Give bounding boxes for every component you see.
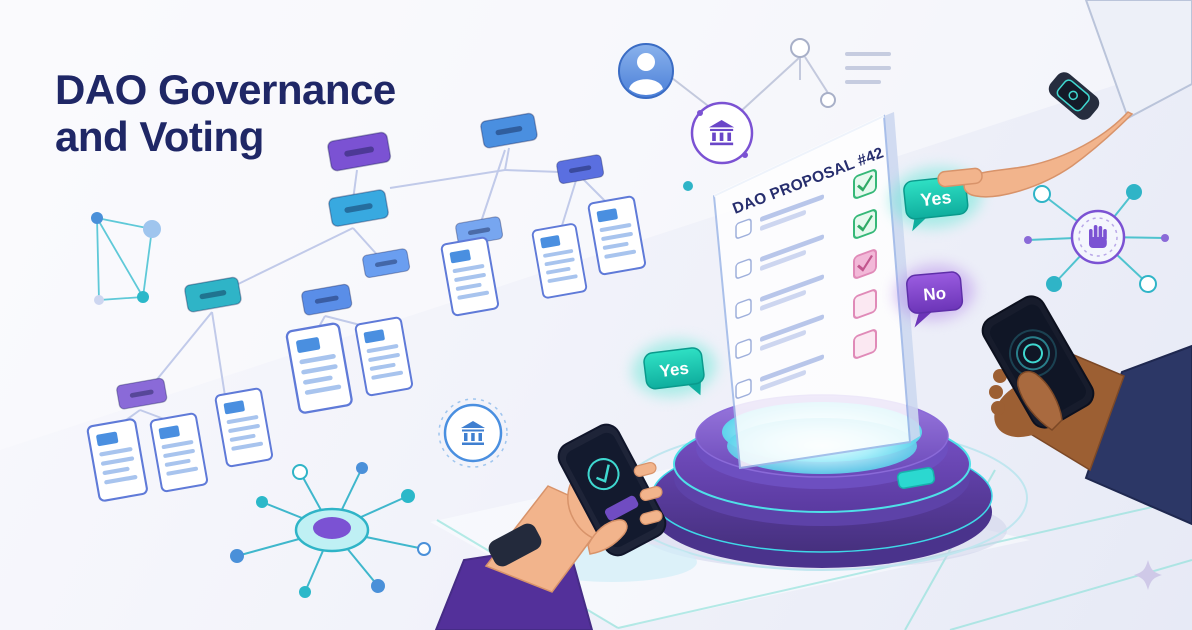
check-icon [857, 255, 873, 272]
no-badge-label: No [923, 284, 947, 305]
checklist-row [735, 289, 877, 359]
bank-icon [690, 101, 754, 165]
watch-icon [488, 523, 542, 567]
page-title-line1: DAO Governance [55, 66, 396, 114]
top-icon-cluster [618, 38, 891, 191]
sleeve-white [1084, 0, 1192, 120]
phone-screen [565, 432, 659, 548]
user-icon [618, 43, 674, 99]
document-card [354, 316, 414, 397]
phone-icon [557, 423, 667, 557]
yes-badge-left-label: Yes [658, 359, 689, 381]
yes-badge-right[interactable]: Yes [887, 163, 985, 233]
page-title-line2: and Voting [55, 113, 264, 161]
governance-flowchart [85, 111, 647, 503]
mini-network-nodes [683, 38, 836, 191]
raised-hand-icon [1089, 225, 1107, 248]
check-icon [857, 215, 873, 232]
sparkle-icon [1134, 560, 1162, 590]
thumb [587, 519, 628, 555]
network-graph-bottomleft [230, 462, 431, 598]
checklist-row [735, 169, 877, 239]
proposal-panel: DAO PROPOSAL #42 [712, 112, 920, 470]
network-graph-topleft [91, 212, 161, 305]
proposal-checklist [735, 169, 877, 399]
index-finger [937, 167, 983, 188]
podium-module [896, 467, 936, 489]
page-title: DAO Governance and Voting [55, 66, 396, 160]
bank-icon-secondary [438, 398, 508, 468]
document-card [149, 412, 209, 493]
hand-holding-phone-center [434, 423, 697, 630]
hand-holding-phone-right [981, 295, 1192, 526]
check-icon [596, 464, 610, 483]
yes-badge-left[interactable]: Yes [629, 335, 719, 403]
mini-text-lines [845, 52, 891, 84]
check-icon [857, 175, 873, 192]
sleeve-navy [1084, 344, 1192, 526]
checklist-row [735, 209, 877, 279]
checklist-row [735, 329, 877, 399]
yes-badge-right-label: Yes [919, 187, 952, 210]
watch-icon [1048, 72, 1100, 120]
phone-button [604, 495, 639, 521]
forearm [963, 111, 1134, 198]
no-badge[interactable]: No [892, 261, 977, 329]
checklist-row [735, 249, 877, 319]
hand-pressing-yes [937, 0, 1192, 198]
phone-icon [981, 295, 1095, 429]
thumb [1017, 370, 1063, 431]
governance-network-right [1024, 184, 1169, 293]
document-card [85, 417, 149, 503]
document-card [214, 387, 274, 468]
